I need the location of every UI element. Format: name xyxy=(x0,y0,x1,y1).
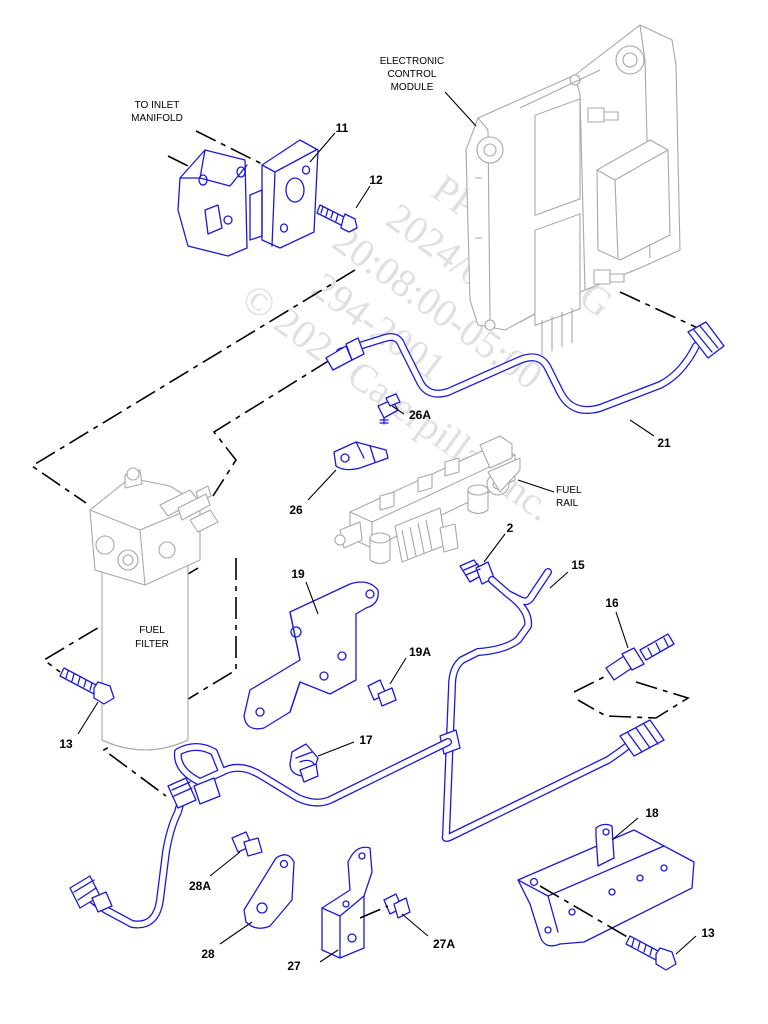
tube-return xyxy=(69,738,452,929)
bolt-13-filter xyxy=(59,667,115,705)
leader-15 xyxy=(549,571,569,589)
callout-28a: 28A xyxy=(189,879,211,893)
callout-19a: 19A xyxy=(409,645,431,659)
leader-12 xyxy=(355,185,371,209)
leader-18 xyxy=(611,817,639,841)
callout-17: 17 xyxy=(359,733,373,747)
clip-19a xyxy=(367,679,397,707)
leader-26 xyxy=(307,469,337,501)
bracket-11 xyxy=(177,139,319,257)
bracket-26 xyxy=(333,441,389,471)
ecm-label-line-1: ELECTRONIC xyxy=(380,56,444,67)
callout-26a: 26A xyxy=(409,408,431,422)
tube-15 xyxy=(439,568,665,842)
ecm-label-line-2: CONTROL xyxy=(388,69,437,80)
bracket-27 xyxy=(321,846,373,959)
leader-2 xyxy=(483,533,506,563)
callout-2: 2 xyxy=(507,521,514,535)
callout-16: 16 xyxy=(605,596,619,610)
electronic-control-module xyxy=(465,24,681,355)
callout-19: 19 xyxy=(291,567,305,581)
leader-17 xyxy=(317,741,355,757)
routing-line-filter-outlet xyxy=(212,359,331,497)
routing-line-filter-return xyxy=(102,558,237,797)
ecm-leader xyxy=(444,91,477,127)
routing-line-clip-27a xyxy=(359,905,389,919)
leader-19 xyxy=(305,581,319,615)
fuel-rail-label-line-2: RAIL xyxy=(556,498,579,509)
clip-26a xyxy=(377,393,401,425)
leader-28a xyxy=(209,851,241,877)
fitting-16 xyxy=(605,633,675,681)
filter-fittings xyxy=(159,485,219,533)
callout-18: 18 xyxy=(645,806,659,820)
leader-27a xyxy=(401,913,429,937)
ecm-label-line-3: MODULE xyxy=(391,82,434,93)
clip-17 xyxy=(289,743,319,783)
clip-28a xyxy=(231,831,263,857)
routing-line-bolt-18 xyxy=(539,885,637,943)
callout-27a: 27A xyxy=(433,937,455,951)
callout-13-filter: 13 xyxy=(59,737,73,751)
callout-13-bracket: 13 xyxy=(701,926,715,940)
callout-27: 27 xyxy=(287,959,301,973)
bolt-12 xyxy=(316,204,358,233)
callout-21: 21 xyxy=(657,436,671,450)
bolt-13-bracket xyxy=(625,935,677,971)
fuel-filter-label-line-1: FUEL xyxy=(139,625,165,636)
inlet-centerline xyxy=(195,130,271,169)
inlet-label-line-1: TO INLET xyxy=(135,100,180,111)
callout-11: 11 xyxy=(336,121,349,135)
fuel-rail xyxy=(334,435,521,565)
leader-13-bracket xyxy=(675,935,697,955)
callout-26: 26 xyxy=(289,503,303,517)
leader-28 xyxy=(219,921,253,945)
inlet-label-line-2: MANIFOLD xyxy=(131,113,183,124)
leader-11 xyxy=(309,132,336,163)
leader-13-filter xyxy=(77,701,99,735)
bracket-18 xyxy=(517,823,695,947)
routing-line-fitting-16 xyxy=(573,675,690,719)
bracket-28 xyxy=(243,854,295,929)
leader-27 xyxy=(319,949,339,963)
leader-26a xyxy=(391,405,405,415)
callout-12: 12 xyxy=(369,173,383,187)
leader-16 xyxy=(615,611,629,649)
leader-19a xyxy=(389,657,407,685)
callout-15: 15 xyxy=(571,558,585,572)
fuel-rail-leader xyxy=(517,479,555,493)
routing-line-ecm xyxy=(619,291,703,331)
clip-27a xyxy=(383,893,411,919)
bracket-19 xyxy=(243,581,379,730)
leader-21 xyxy=(629,419,655,437)
tube-21 xyxy=(325,321,725,414)
fuel-rail-label-line-1: FUEL xyxy=(556,485,582,496)
routing-line-filter-inlet xyxy=(30,269,356,504)
callout-28: 28 xyxy=(201,947,215,961)
fuel-filter-label-line-2: FILTER xyxy=(135,639,169,650)
